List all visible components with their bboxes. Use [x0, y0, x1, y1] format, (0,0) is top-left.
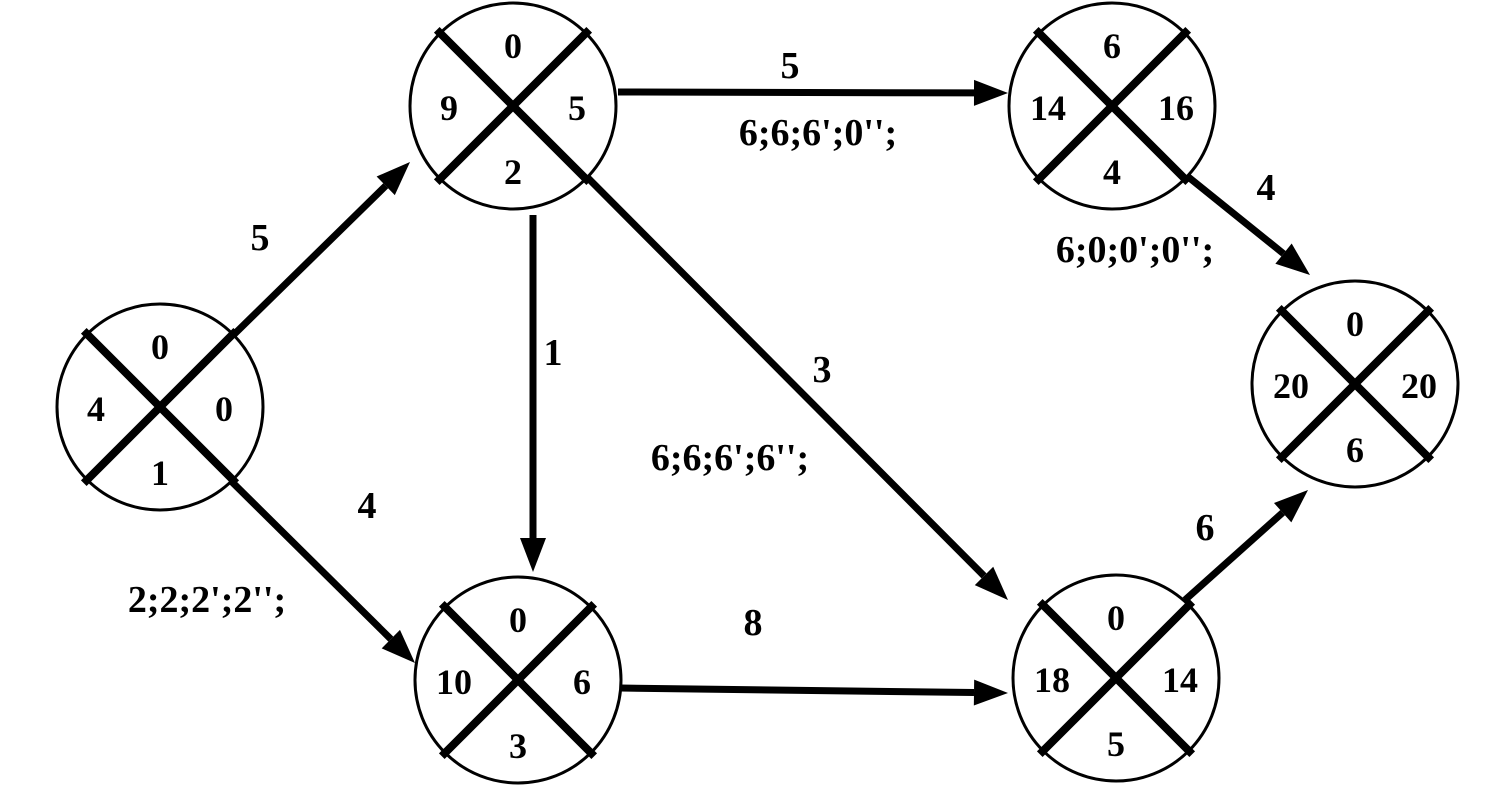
arrowhead	[973, 679, 1008, 706]
node-5-top-value: 0	[1107, 598, 1125, 638]
edge-4-6-params: 6;0;0';0'';	[1056, 229, 1214, 271]
edge-2-3	[520, 215, 546, 572]
node-2-right-value: 5	[568, 88, 586, 128]
edge-line	[617, 88, 975, 97]
node-6-bottom-value: 6	[1346, 430, 1364, 470]
arrowhead	[520, 538, 546, 572]
node-6-top-value: 0	[1346, 304, 1364, 344]
node-6: 0 6 20 20	[1250, 279, 1460, 489]
node-3: 0 3 10 6	[413, 575, 623, 785]
edge-3-5	[619, 679, 1008, 706]
edge-5-6-weight: 6	[1196, 507, 1215, 549]
arrowhead	[381, 629, 415, 663]
edge-1-2-weight: 5	[251, 217, 270, 259]
node-4-bottom-value: 4	[1103, 152, 1121, 192]
arrowhead	[1273, 490, 1308, 523]
node-2-left-value: 9	[440, 88, 458, 128]
edge-1-3-params: 2;2;2';2'';	[128, 579, 286, 621]
node-5-bottom-value: 5	[1107, 724, 1125, 764]
node-1-bottom-value: 1	[151, 453, 169, 493]
node-4-top-value: 6	[1103, 26, 1121, 66]
node-4-left-value: 14	[1030, 88, 1066, 128]
arrowhead	[1275, 243, 1310, 275]
edge-2-5-weight: 3	[813, 349, 832, 391]
node-5: 0 5 18 14	[1011, 573, 1221, 783]
edge-4-6-weight: 4	[1257, 167, 1276, 209]
node-2-bottom-value: 2	[504, 152, 522, 192]
edge-labels-layer: 5 4 2;2;2';2''; 5 6;6;6';0''; 1 3 6;6;6'…	[128, 45, 1276, 644]
arrowhead	[973, 79, 1008, 106]
node-cross-line	[1275, 304, 1435, 464]
node-cross-line	[80, 327, 240, 487]
node-3-bottom-value: 3	[509, 726, 527, 766]
edge-2-4	[617, 79, 1008, 106]
node-cross-line	[438, 600, 598, 760]
arrowhead	[974, 566, 1008, 600]
node-5-right-value: 14	[1162, 660, 1198, 700]
node-3-right-value: 6	[573, 662, 591, 702]
node-1-top-value: 0	[151, 327, 169, 367]
node-3-left-value: 10	[436, 662, 472, 702]
arrowhead	[376, 162, 410, 196]
edge-2-5-params: 6;6;6';6'';	[651, 437, 809, 479]
node-5-left-value: 18	[1034, 660, 1070, 700]
node-4-right-value: 16	[1158, 88, 1194, 128]
edge-3-5-weight: 8	[744, 602, 763, 644]
node-cross-line	[1036, 598, 1196, 758]
edge-2-4-weight: 5	[781, 45, 800, 87]
node-cross-line	[433, 26, 593, 186]
edge-2-5	[582, 172, 1008, 600]
edge-line	[619, 684, 975, 697]
node-1: 0 1 4 0	[55, 302, 265, 512]
node-1-left-value: 4	[87, 389, 105, 429]
edge-2-4-params: 6;6;6';0'';	[739, 112, 897, 154]
node-3-top-value: 0	[509, 600, 527, 640]
edge-line	[582, 172, 987, 579]
node-4: 6 4 14 16	[1007, 1, 1217, 211]
node-1-right-value: 0	[215, 389, 233, 429]
edge-line	[1182, 510, 1285, 603]
edge-5-6	[1182, 490, 1308, 603]
edge-2-3-weight: 1	[544, 332, 563, 374]
node-6-left-value: 20	[1273, 366, 1309, 406]
edge-1-3-weight: 4	[358, 485, 377, 527]
edge-line	[225, 475, 394, 642]
node-cross-line	[1032, 26, 1192, 186]
node-2-top-value: 0	[504, 26, 522, 66]
node-6-right-value: 20	[1401, 366, 1437, 406]
node-2: 0 2 9 5	[408, 1, 618, 211]
edge-1-3	[225, 475, 415, 663]
